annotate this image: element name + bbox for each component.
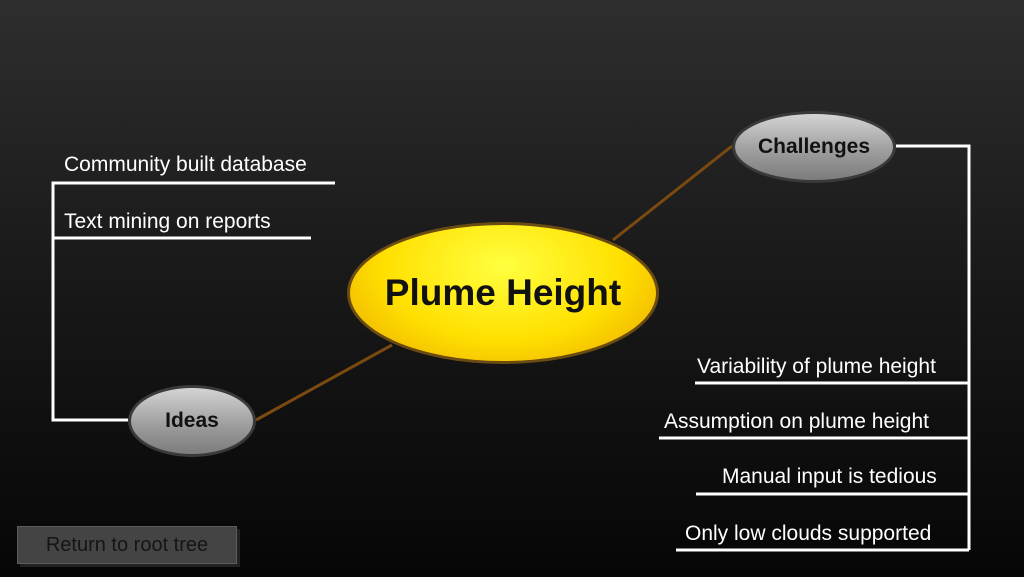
challenges-node[interactable]: Challenges — [732, 111, 896, 183]
challenges-bracket — [896, 144, 971, 550]
challenge-item-manual-input: Manual input is tedious — [722, 465, 937, 488]
idea-item-community-database: Community built database — [64, 153, 307, 176]
ideas-node[interactable]: Ideas — [128, 385, 256, 457]
plume-height-node[interactable]: Plume Height — [347, 222, 659, 364]
connector-center-ideas — [255, 343, 393, 422]
challenge-item-assumption: Assumption on plume height — [664, 410, 929, 433]
connector-center-challenges — [612, 144, 733, 242]
return-to-root-button[interactable]: Return to root tree — [17, 526, 237, 564]
challenge-item-low-clouds: Only low clouds supported — [685, 522, 932, 545]
challenge-item-variability: Variability of plume height — [697, 355, 936, 378]
idea-item-text-mining: Text mining on reports — [64, 210, 271, 233]
